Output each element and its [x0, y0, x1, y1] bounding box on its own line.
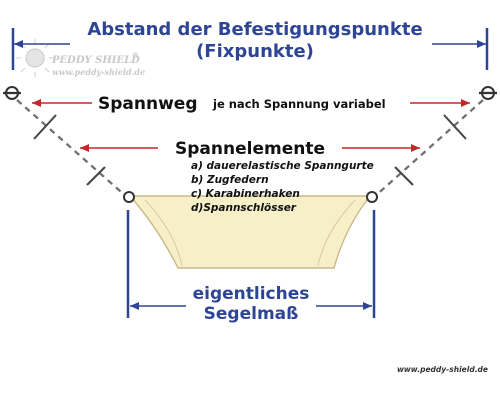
sail-shape — [128, 195, 372, 269]
spannelemente-item-d: d)Spannschlösser — [191, 202, 297, 214]
spannweg-label: Spannweg — [98, 94, 198, 114]
fixpoint-ring-right — [479, 86, 497, 100]
spannweg-sub: je nach Spannung variabel — [212, 97, 386, 111]
sail-ring-right — [366, 191, 378, 203]
footer-url: www.peddy-shield.de — [397, 365, 488, 374]
spannelemente-item-b: b) Zugfedern — [191, 174, 269, 186]
tick-right-1 — [443, 114, 467, 140]
sun-icon — [16, 39, 54, 77]
tick-left-2 — [86, 166, 106, 186]
title-line-1: Abstand der Befestigungspunkte — [87, 19, 422, 40]
logo-url: www.peddy-shield.de — [52, 67, 145, 77]
spannelemente-item-a: a) dauerelastische Spanngurte — [191, 160, 374, 172]
tick-left-1 — [33, 114, 57, 140]
sail-seam-left — [144, 199, 183, 267]
segelmass-line-1: eigentliches — [193, 284, 310, 304]
title-line-2: (Fixpunkte) — [196, 41, 314, 62]
sail-seam-right — [317, 199, 356, 267]
fixpoint-ring-left — [3, 86, 21, 100]
tension-line-left — [16, 99, 129, 199]
spannelemente-label: Spannelemente — [175, 139, 325, 159]
tension-line-right — [372, 99, 484, 199]
segelmass-line-2: Segelmaß — [204, 304, 299, 324]
spannelemente-item-c: c) Karabinerhaken — [191, 188, 300, 200]
sail-ring-left — [123, 191, 135, 203]
logo-registered-mark: ® — [132, 51, 139, 60]
logo-name: PEDDY SHIELD — [51, 55, 140, 66]
tick-right-2 — [394, 166, 414, 186]
logo: PEDDY SHIELD ® www.peddy-shield.de — [16, 39, 145, 77]
